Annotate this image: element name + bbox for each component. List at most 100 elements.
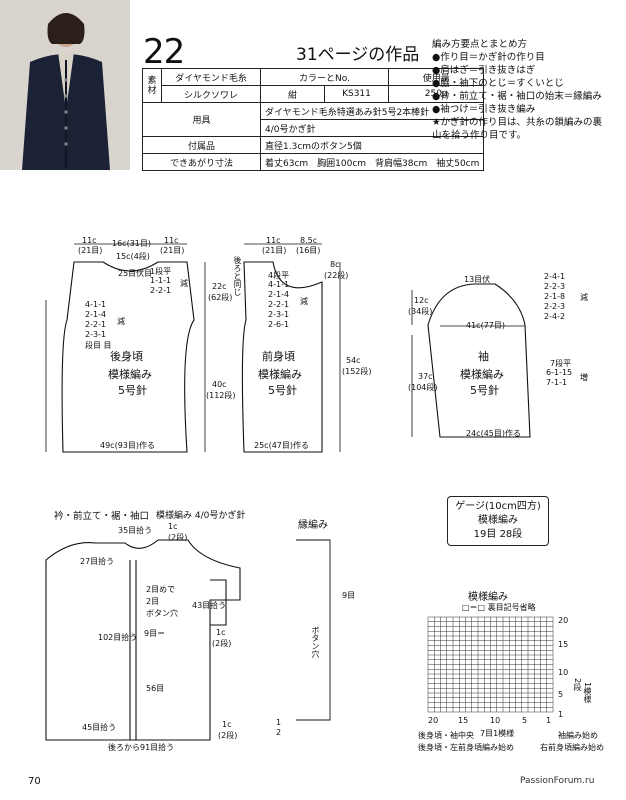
gauge-title: ゲージ(10cm四方) — [455, 501, 541, 512]
front-neck: 2-3-1 — [268, 310, 290, 319]
model-photo — [0, 0, 130, 170]
edge-stitch-row1: 1 — [276, 718, 282, 727]
back-armhole-height: 22c — [212, 282, 227, 291]
back-top-right: 11c — [164, 236, 179, 245]
gauge-box: ゲージ(10cm四方) 模様編み 19目 28段 — [447, 496, 549, 546]
back-arm: 2-2-1 — [85, 320, 107, 329]
source-credit: PassionForum.ru — [520, 776, 595, 786]
sleeve-length: 37c — [418, 372, 433, 381]
edge-stitch-nine: 9目 — [342, 591, 356, 600]
back-pattern: 模様編み — [108, 368, 152, 381]
chart-row-label: 1 — [558, 710, 564, 719]
gauge-pattern: 模様編み — [478, 515, 518, 526]
back-dec-label: 減 — [180, 279, 188, 288]
front-neck: 2-6-1 — [268, 320, 290, 329]
front-neck: 4段平 — [268, 271, 290, 280]
front-same-as-back: 後ろと同じ — [233, 256, 242, 296]
edge-stitch-buttonhole: ボタン穴 — [311, 626, 320, 658]
edging-sleeve: 43目拾う — [192, 601, 227, 610]
sleeve-outline — [427, 283, 531, 438]
sleeve-cap-height: 12c — [414, 296, 429, 305]
sleeve-pattern: 模様編み — [460, 368, 504, 381]
back-arm: 段目 目 — [85, 341, 112, 350]
edging-body-outline — [45, 539, 241, 741]
sleeve-inc: 7-1-1 — [546, 378, 568, 387]
sleeve-cap: 2-4-1 — [544, 272, 566, 281]
model-photo-drawing — [0, 0, 130, 170]
edging-side: 56目 — [146, 684, 165, 693]
back-dec: 1段平 — [150, 267, 172, 276]
sleeve-inc: 7段平 — [550, 359, 572, 368]
edging-sleeve-outline — [210, 579, 227, 626]
edging-bottom: 45目拾う — [82, 723, 117, 732]
back-body-rows: (112段) — [206, 391, 236, 400]
chart-note: 後身頃・左前身頃編み始め — [418, 743, 514, 752]
edging-front-top: 27目拾う — [80, 557, 115, 566]
sleeve-inc-label: 増 — [580, 373, 588, 382]
edging-front: 102目拾う — [98, 633, 138, 642]
back-top-left-stitches: (21目) — [78, 246, 103, 255]
front-neck-dec: 減 — [300, 297, 308, 306]
back-armhole-rows: (62段) — [208, 293, 233, 302]
front-body-outline — [241, 261, 323, 453]
front-bottom: 25c(47目)作る — [254, 441, 309, 450]
sleeve-inc: 6-1-15 — [546, 368, 573, 377]
chart-col-label: 10 — [490, 716, 501, 725]
edging-c1-rows: (2段) — [168, 533, 188, 542]
notes-line: ●肩はぎ＝引き抜きはぎ — [432, 65, 536, 76]
page-number: 70 — [28, 776, 41, 787]
front-neck: 2-1-4 — [268, 290, 290, 299]
chart-row-label: 5 — [558, 690, 564, 699]
sleeve-width: 41c(77目) — [466, 321, 505, 330]
sleeve-cap-dec: 減 — [580, 293, 588, 302]
pattern-title: 31ページの作品 — [296, 45, 420, 65]
finished-size: 着丈63cm 胸囲100cm 背肩幅38cm 袖丈50cm — [259, 153, 485, 171]
notes-line: ●作り目＝かぎ針の作り目 — [432, 52, 545, 63]
sleeve-cap: 2-2-3 — [544, 302, 566, 311]
edging-c2-rows: (2段) — [212, 639, 232, 648]
sleeve-name: 袖 — [478, 350, 489, 363]
finished-label: できあがり寸法 — [142, 153, 261, 171]
sleeve-needle: 5号針 — [470, 384, 499, 397]
chart-col-label: 15 — [458, 716, 469, 725]
back-name: 後身頃 — [110, 350, 143, 363]
front-top-right-stitches: (16目) — [296, 246, 321, 255]
front-side: 8c — [330, 260, 340, 269]
sleeve-cap: 2-2-3 — [544, 282, 566, 291]
sleeve-cap-rows: (34段) — [408, 307, 433, 316]
back-neck-bind: 25目伏目 — [118, 269, 153, 278]
back-arm: 2-3-1 — [85, 330, 107, 339]
front-side-rows: (22段) — [324, 271, 349, 280]
back-arm-dec: 減 — [117, 317, 125, 326]
back-neck: 15c(4段) — [116, 252, 150, 261]
edge-stitch-strip — [296, 539, 331, 721]
chart-col-label: 1 — [546, 716, 552, 725]
edging-n3: 2目 — [146, 597, 160, 606]
sleeve-cap: 2-4-2 — [544, 312, 566, 321]
notes-title: 編み方要点とまとめ方 — [432, 39, 528, 50]
back-body-height: 40c — [212, 380, 227, 389]
back-top-mid: 16c(31目) — [112, 239, 151, 248]
sleeve-bottom: 24c(45目)作る — [466, 429, 521, 438]
chart-title: 模様編み — [468, 592, 508, 603]
chart-repeat-rows: 2段 — [573, 678, 582, 692]
front-name: 前身頃 — [262, 350, 295, 363]
front-top-left: 11c — [266, 236, 281, 245]
back-needle: 5号針 — [118, 384, 147, 397]
chart-note: 右前身頃編み始め — [540, 743, 604, 752]
chart-row-label: 10 — [558, 668, 569, 677]
edging-nine: 9目＝ — [144, 629, 166, 638]
back-body-outline — [61, 261, 195, 453]
back-dec: 1-1-1 — [150, 276, 172, 285]
sleeve-cap: 2-1-8 — [544, 292, 566, 301]
spec-table: 素材 ダイヤモンド毛糸 カラーとNo. 使用量 シルクソワレ 紺 KS311 2… — [142, 68, 485, 171]
edging-buttonhole: ボタン穴 — [146, 609, 178, 618]
notes-line: ●脇・袖下のとじ＝すくいとじ — [432, 78, 564, 89]
back-top-left: 11c — [82, 236, 97, 245]
back-dec: 2-2-1 — [150, 286, 172, 295]
front-pattern: 模様編み — [258, 368, 302, 381]
chart-col-label: 5 — [522, 716, 528, 725]
notes-line: ●袖つけ＝引き抜き編み — [432, 104, 536, 115]
